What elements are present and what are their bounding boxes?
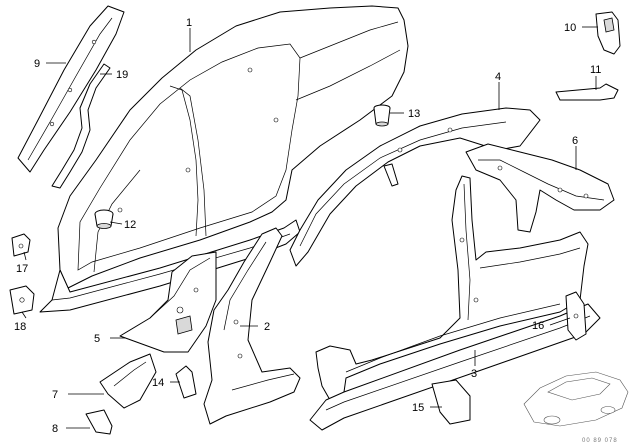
callout-15: 15 bbox=[412, 402, 424, 414]
part-10-bracket bbox=[595, 11, 621, 55]
part-11-strap bbox=[555, 83, 619, 101]
callout-8: 8 bbox=[52, 423, 58, 435]
callout-12: 12 bbox=[124, 219, 136, 231]
part-12-grommet bbox=[94, 209, 114, 229]
callout-17: 17 bbox=[16, 263, 28, 275]
callout-19: 19 bbox=[116, 69, 128, 81]
leader-lines bbox=[21, 26, 598, 429]
part-8-small-plate bbox=[85, 409, 113, 435]
part-17-bracket bbox=[11, 233, 31, 257]
callout-5: 5 bbox=[94, 333, 100, 345]
part-15-wedge-bracket bbox=[431, 379, 471, 425]
part-9-a-pillar-inner bbox=[17, 5, 125, 173]
part-1-side-frame-outer bbox=[57, 5, 409, 289]
callout-7: 7 bbox=[52, 389, 58, 401]
part-5-b-pillar-reinforcement bbox=[119, 251, 217, 353]
callout-3: 3 bbox=[471, 368, 477, 380]
callout-18: 18 bbox=[14, 321, 26, 333]
callout-9: 9 bbox=[34, 58, 40, 70]
part-3-side-frame-rear bbox=[315, 175, 589, 401]
callout-1: 1 bbox=[186, 17, 192, 29]
part-2-b-pillar-outer bbox=[203, 227, 301, 425]
callout-16: 16 bbox=[532, 320, 544, 332]
callout-6: 6 bbox=[572, 135, 578, 147]
part-6-wheel-arch-reinforcement bbox=[465, 143, 615, 233]
thumbnail-code: 00 89 078 bbox=[582, 438, 618, 444]
part-19-curved-rail bbox=[51, 63, 111, 189]
callout-4: 4 bbox=[495, 71, 501, 83]
part-7-lower-bracket bbox=[99, 353, 157, 409]
callout-labels: 1 2 3 4 5 6 7 8 9 10 11 12 13 14 15 16 1… bbox=[14, 17, 601, 435]
callout-2: 2 bbox=[264, 321, 270, 333]
callout-14: 14 bbox=[152, 377, 164, 389]
callout-10: 10 bbox=[564, 22, 576, 34]
part-4-roof-rail bbox=[289, 107, 541, 267]
callout-11: 11 bbox=[590, 64, 601, 76]
part-13-bushing bbox=[373, 104, 391, 127]
vehicle-thumbnail: 00 89 078 bbox=[523, 371, 629, 444]
callout-13: 13 bbox=[408, 108, 420, 120]
part-16-rear-bracket bbox=[565, 291, 587, 341]
part-18-bracket bbox=[9, 285, 35, 315]
part-14-bracket bbox=[175, 365, 197, 399]
